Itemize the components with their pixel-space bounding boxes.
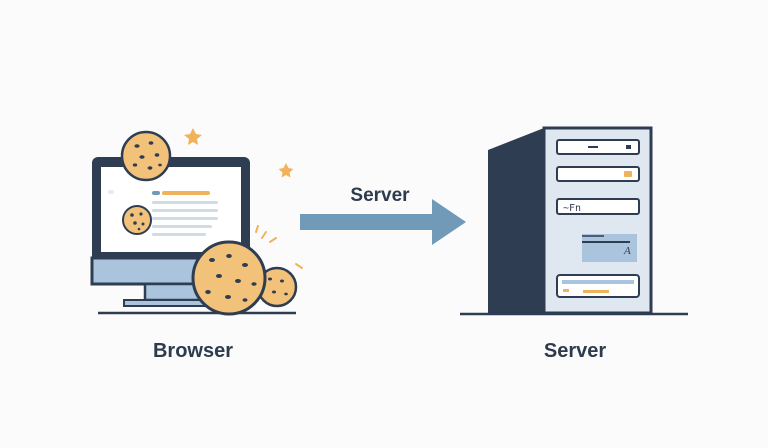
sparkle-icon [184, 128, 294, 178]
server-bay-glyph: A [623, 245, 631, 257]
arrow-label: Server [350, 185, 410, 206]
server-label: Server [543, 340, 607, 362]
server-tower-icon [460, 126, 688, 316]
cookie-icon [122, 205, 152, 235]
crumb-marks [255, 225, 303, 269]
cookie-icon [120, 130, 172, 182]
server-drive-label: ~Fn [563, 203, 581, 214]
arrow-right-icon [300, 199, 466, 245]
cookie-icon [191, 240, 267, 316]
browser-label: Browser [152, 340, 234, 362]
browser-page-content [108, 190, 218, 236]
